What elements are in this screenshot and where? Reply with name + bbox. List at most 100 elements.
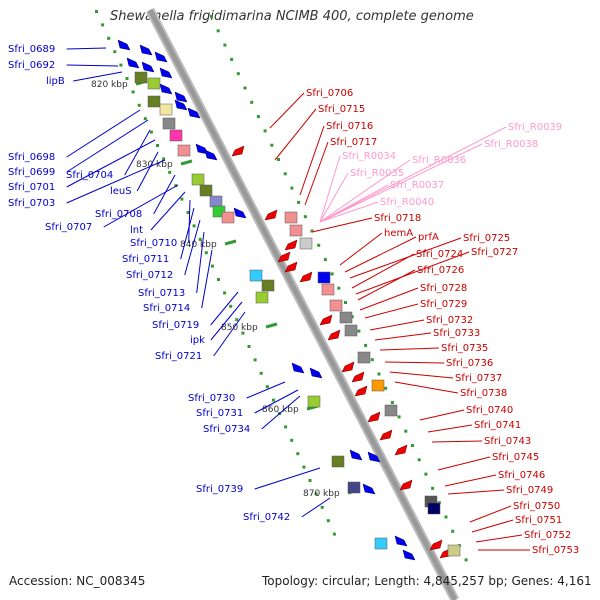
track-dot <box>390 401 394 405</box>
reverse-gene-arrow <box>394 444 408 456</box>
scale-tick-label: 860 kbp <box>262 405 299 415</box>
right-gene-label: Sfri_0735 <box>441 343 488 354</box>
reverse-gene-box <box>317 271 331 284</box>
track-dot <box>156 144 159 147</box>
right-gene-label: Sfri_0745 <box>492 452 539 463</box>
track-dot <box>217 278 220 281</box>
left-gene-label: Sfri_0698 <box>8 152 55 163</box>
reverse-gene-arrow <box>367 411 381 423</box>
forward-gene-box <box>134 71 148 84</box>
track-dot <box>253 358 257 362</box>
track-dot <box>451 529 455 533</box>
forward-gene-arrow <box>187 107 201 119</box>
forward-gene-arrow <box>204 149 218 161</box>
scale-tick-mark <box>224 239 237 246</box>
left-leader-line <box>254 467 321 490</box>
left-gene-label: Sfri_0734 <box>203 424 250 435</box>
left-gene-label: Sfri_0710 <box>130 238 177 249</box>
left-leader-line <box>66 159 166 204</box>
forward-gene-arrow <box>402 549 416 561</box>
left-gene-label: Sfri_0731 <box>196 408 243 419</box>
left-gene-label: ipk <box>190 335 205 346</box>
left-leader-line <box>201 249 213 309</box>
rna-gene-label: Sfri_R0035 <box>350 168 404 179</box>
forward-gene-box <box>209 195 223 208</box>
reverse-gene-box <box>284 211 298 224</box>
forward-gene-arrow <box>159 67 173 79</box>
forward-gene-box <box>261 279 275 292</box>
track-dot <box>243 86 247 90</box>
forward-gene-box <box>307 395 321 408</box>
genome-backbone-core <box>147 8 458 600</box>
right-leader-line <box>384 361 445 364</box>
track-dot <box>107 36 111 40</box>
track-dot <box>320 505 324 509</box>
forward-gene-arrow <box>159 83 173 95</box>
track-dot <box>229 304 233 308</box>
track-dot <box>357 329 361 333</box>
track-dot <box>464 558 468 562</box>
forward-gene-box <box>177 144 191 157</box>
right-leader-line <box>419 409 465 421</box>
rna-leader-line <box>319 184 389 223</box>
left-gene-label: Sfri_0711 <box>122 254 169 265</box>
left-gene-label: Sfri_0699 <box>8 167 55 178</box>
forward-gene-arrow <box>394 535 408 547</box>
track-dot <box>198 237 202 241</box>
right-gene-label: Sfri_0728 <box>420 283 467 294</box>
right-leader-line <box>389 371 454 379</box>
right-leader-line <box>299 125 325 196</box>
right-leader-line <box>431 440 483 443</box>
right-leader-line <box>394 381 459 394</box>
left-leader-line <box>103 184 179 228</box>
track-dot <box>241 331 245 335</box>
track-dot <box>149 130 153 134</box>
track-dot <box>223 43 227 47</box>
track-dot <box>95 10 98 13</box>
rna-leader-line <box>319 159 411 223</box>
track-dot <box>384 386 388 390</box>
track-dot <box>444 515 448 519</box>
scale-tick-label: 870 kbp <box>303 489 340 499</box>
left-leader-line <box>254 389 299 414</box>
track-dot <box>143 117 147 121</box>
track-dot <box>337 286 341 290</box>
rna-leader-line <box>319 155 341 223</box>
right-leader-line <box>374 332 432 341</box>
track-dot <box>119 63 123 67</box>
right-gene-label: hemA <box>384 228 413 239</box>
forward-gene-arrow <box>362 483 376 495</box>
right-leader-line <box>349 237 462 279</box>
right-gene-label: Sfri_0737 <box>455 373 502 384</box>
left-leader-line <box>150 191 186 231</box>
right-gene-label: Sfri_0715 <box>318 104 365 115</box>
forward-gene-arrow <box>141 61 155 73</box>
left-leader-line <box>124 129 151 176</box>
reverse-gene-box <box>289 224 303 237</box>
right-gene-label: Sfri_0726 <box>417 265 464 276</box>
left-leader-line <box>210 291 239 326</box>
track-dot <box>277 158 280 161</box>
forward-gene-box <box>255 291 269 304</box>
rna-leader-line <box>319 172 349 223</box>
right-leader-line <box>447 489 505 495</box>
accession-text: Accession: NC_008345 <box>9 574 146 588</box>
track-dot <box>137 103 141 107</box>
right-leader-line <box>357 269 416 301</box>
forward-gene-arrow <box>309 367 323 379</box>
rna-gene-label: Sfri_R0034 <box>342 151 396 162</box>
forward-gene-box <box>199 184 213 197</box>
reverse-gene-arrow <box>319 314 333 326</box>
track-dot <box>250 100 254 104</box>
track-dot <box>297 200 301 204</box>
reverse-gene-box <box>299 237 313 250</box>
reverse-gene-arrow <box>284 239 298 251</box>
track-dot <box>247 345 251 348</box>
track-dot <box>332 532 336 536</box>
right-gene-label: Sfri_0717 <box>330 137 377 148</box>
right-gene-label: Sfri_0718 <box>374 213 421 224</box>
left-gene-label: Sfri_0721 <box>155 351 202 362</box>
right-gene-label: Sfri_0733 <box>433 328 480 339</box>
track-dot <box>236 72 240 76</box>
